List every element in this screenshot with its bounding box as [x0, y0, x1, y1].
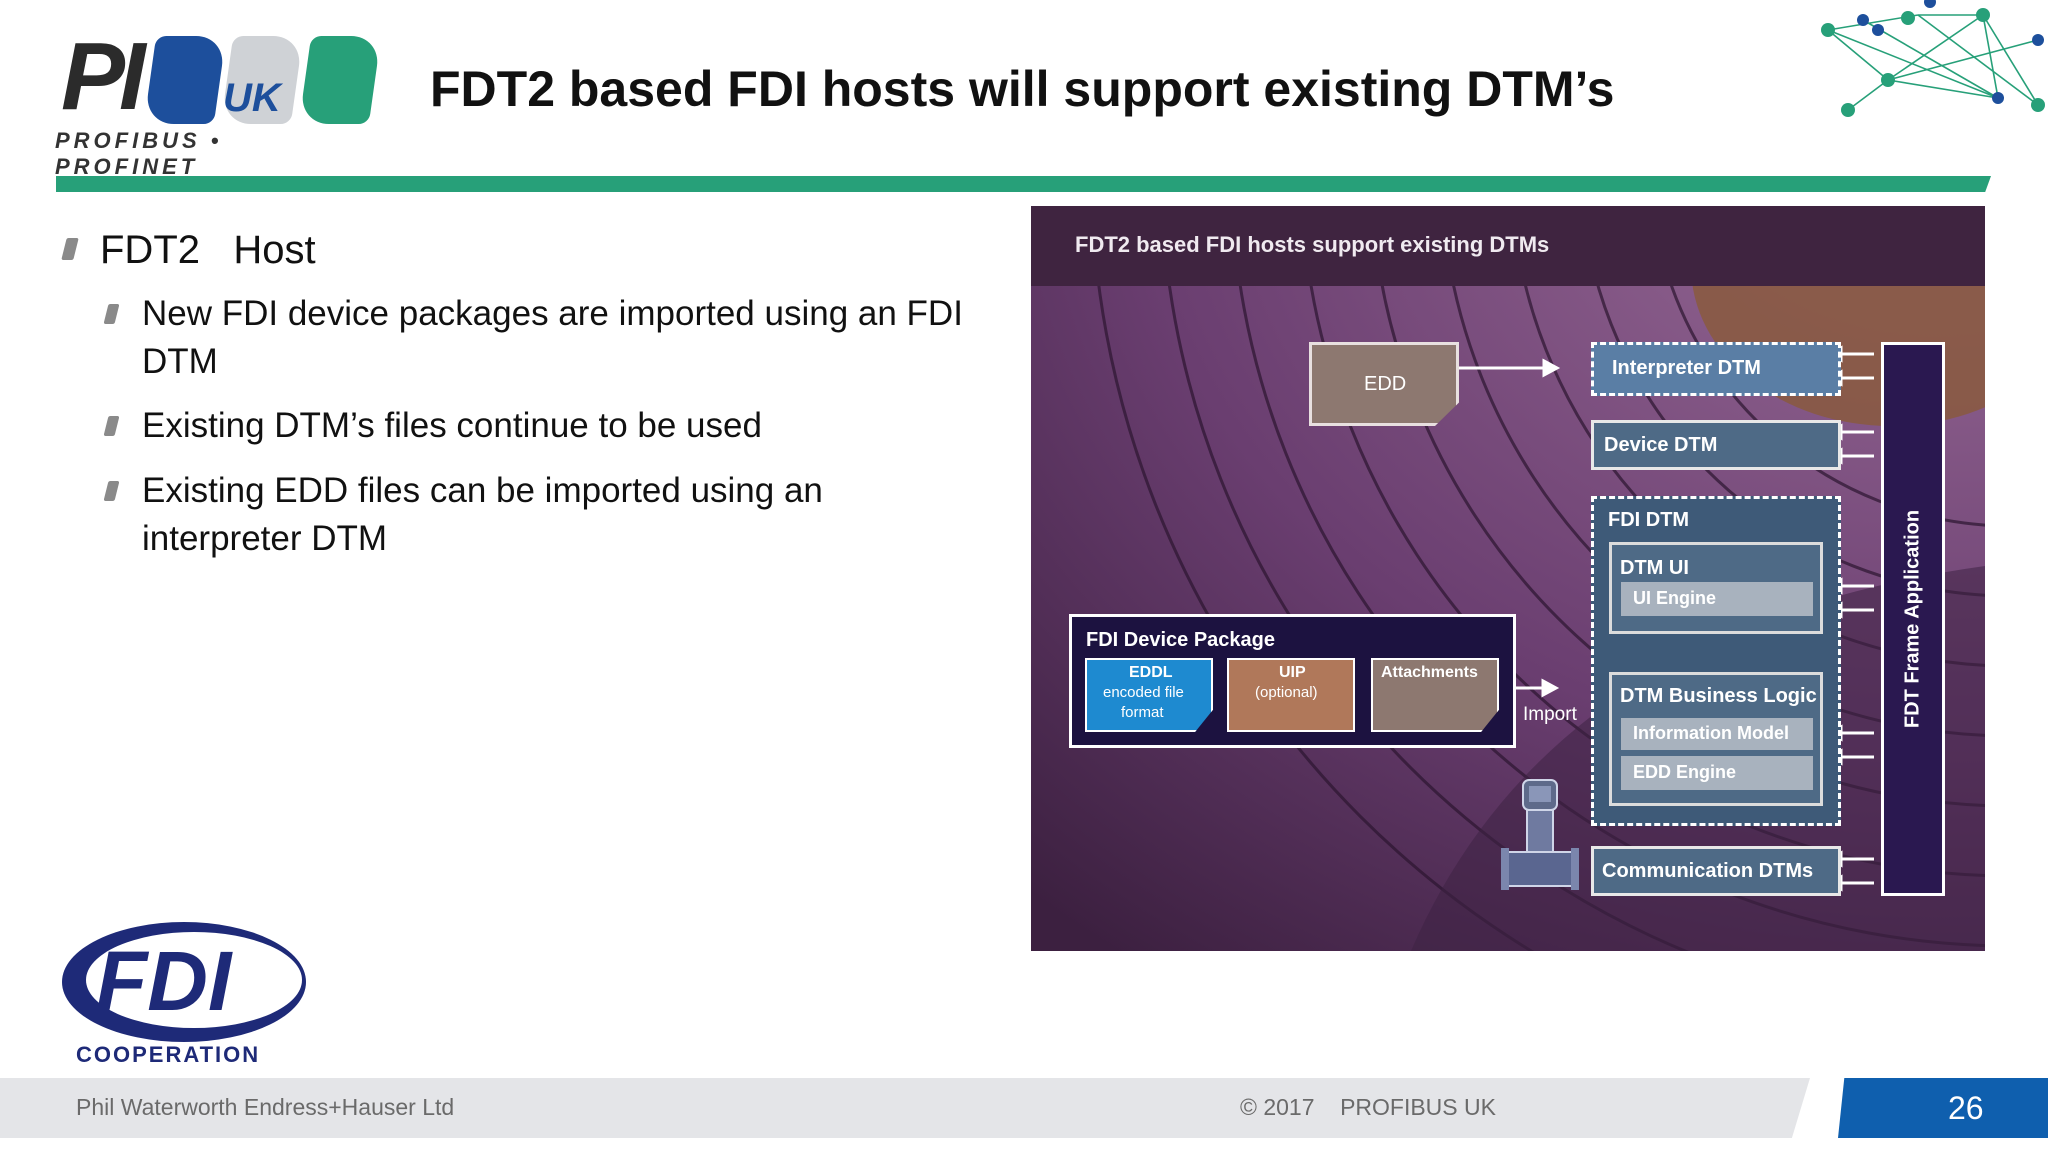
- sub-bullet-text: New FDI device packages are imported usi…: [142, 294, 963, 381]
- edd-engine-box: EDD Engine: [1621, 756, 1813, 790]
- device-dtm-box: Device DTM: [1591, 420, 1841, 470]
- fdi-logo-text: FDI: [96, 934, 233, 1028]
- network-graphic-icon: [1821, 0, 2045, 117]
- bullet-text: FDT2 Host: [100, 228, 316, 272]
- logo-uk-text: UK: [223, 76, 281, 120]
- logo-blue-block: [143, 36, 227, 124]
- bullet-marker-icon: [103, 416, 120, 436]
- bullet-marker-icon: [61, 238, 79, 260]
- communication-dtms-box: Communication DTMs: [1591, 846, 1841, 896]
- title-underline-bar: [56, 176, 1991, 192]
- sub-bullet-3: Existing EDD files can be imported using…: [103, 467, 988, 563]
- footer-copyright: © 2017 PROFIBUS UK: [1240, 1094, 1496, 1120]
- bullet-marker-icon: [103, 481, 120, 501]
- sub-bullet-1: New FDI device packages are imported usi…: [103, 290, 988, 386]
- logo-subtitle: PROFIBUS • PROFINET: [55, 128, 223, 179]
- sub-bullet-text: Existing DTM’s files continue to be used: [142, 406, 762, 445]
- footer-bar: [0, 1078, 1810, 1138]
- field-device-icon: [1501, 779, 1579, 890]
- bullet-fdt2-host: FDT2 Host: [61, 228, 316, 273]
- page-title: FDT2 based FDI hosts will support existi…: [430, 61, 1615, 117]
- diagram-title: FDT2 based FDI hosts support existing DT…: [1075, 232, 1550, 257]
- sub-bullet-2: Existing DTM’s files continue to be used: [103, 402, 988, 450]
- eddl-document: EDDL encoded file format: [1085, 658, 1213, 732]
- profibus-uk-logo: PI UK PROFIBUS • PROFINET: [55, 23, 382, 179]
- fdt-frame-application-box: FDT Frame Application: [1881, 342, 1945, 896]
- edd-document: EDD: [1309, 342, 1459, 426]
- uip-document: UIP (optional): [1227, 658, 1355, 732]
- fdi-logo-subtitle: COOPERATION: [76, 1042, 260, 1067]
- interpreter-dtm-box: Interpreter DTM: [1591, 342, 1841, 396]
- logo-pi-text: PI: [61, 23, 146, 130]
- information-model-box: Information Model: [1621, 718, 1813, 750]
- attachments-document: Attachments: [1371, 658, 1499, 732]
- fdi-cooperation-logo: FDI COOPERATION: [62, 922, 306, 1067]
- bullet-marker-icon: [103, 304, 120, 324]
- logo-green-block: [298, 36, 382, 124]
- page-number: 26: [1948, 1090, 1984, 1126]
- fdi-architecture-diagram: FDT2 based FDI hosts support existing DT…: [1031, 206, 1985, 951]
- import-label: Import: [1523, 704, 1577, 725]
- sub-bullet-text: Existing EDD files can be imported using…: [142, 471, 823, 558]
- footer-author: Phil Waterworth Endress+Hauser Ltd: [76, 1094, 455, 1120]
- page-number-badge: [1838, 1078, 2048, 1138]
- diagram-header-band: [1031, 206, 1985, 286]
- ui-engine-box: UI Engine: [1621, 582, 1813, 616]
